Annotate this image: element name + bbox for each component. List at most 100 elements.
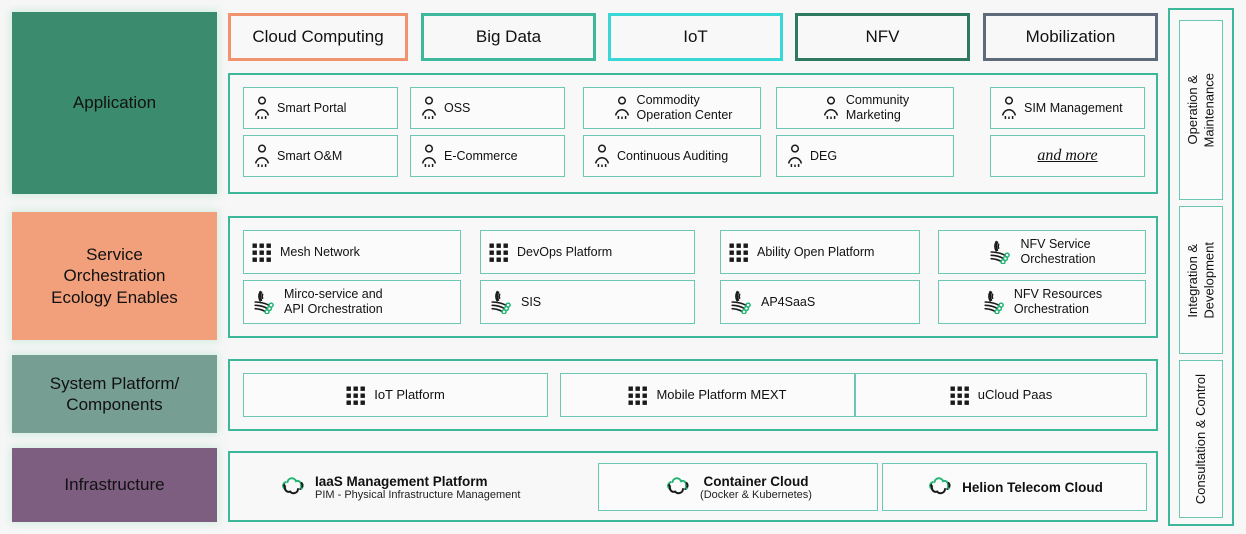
infrastructure-item-subtitle: PIM - Physical Infrastructure Management [315,488,521,501]
cloud-refresh-icon [667,477,689,495]
domain-tab-label: IoT [683,27,708,46]
app-item-label: Continuous Auditing [617,148,729,163]
rail-item-label: Integration & Development [1184,241,1216,319]
system-platform-item-label: IoT Platform [374,387,445,403]
layer-label-text: Infrastructure [64,475,165,495]
grid-icon [950,386,969,405]
service-orchestration-panel: Mesh Network DevOps Platform Ability Ope… [228,216,1158,338]
cloud-refresh-icon [929,477,951,495]
application-item[interactable]: Smart Portal [243,87,398,129]
layer-label-text: Application [72,93,157,113]
service-item-label: Mesh Network [280,244,360,259]
service-item-label: SIS [521,294,542,309]
app-item-label: and more [1037,147,1098,164]
cloud-refresh-icon [282,477,304,495]
grid-icon [346,386,366,405]
service-item[interactable]: AP4SaaS [720,280,920,324]
rail-item[interactable]: Operation & Maintenance [1179,20,1223,200]
swirl-icon [491,290,511,314]
cross-cutting-rail: Operation & Maintenance Integration & De… [1168,8,1234,526]
domain-tab-label: Cloud Computing [252,27,384,46]
service-item[interactable]: DevOps Platform [480,230,695,274]
person-icon [823,96,839,119]
grid-icon [252,243,271,262]
app-item-label: SIM Management [1024,100,1123,115]
domain-tab-label: Mobilization [1025,27,1116,46]
domain-tab-nfv[interactable]: NFV [795,13,970,61]
person-icon [421,144,437,167]
infrastructure-item[interactable]: IaaS Management Platform PIM - Physical … [270,463,600,511]
swirl-icon [731,290,751,314]
app-item-label: Smart Portal [277,100,347,115]
application-item[interactable]: DEG [776,135,954,177]
infrastructure-item-title: Helion Telecom Cloud [962,479,1103,495]
grid-icon [628,386,648,405]
rail-item[interactable]: Consultation & Control [1179,360,1223,518]
service-item[interactable]: Mesh Network [243,230,461,274]
domain-tab-label: NFV [865,27,900,46]
app-item-label: DEG [810,148,838,163]
rail-item-label: Consultation & Control [1192,373,1208,505]
app-item-label: E-Commerce [444,148,518,163]
application-item[interactable]: and more [990,135,1145,177]
infrastructure-item-title: Container Cloud [703,473,809,489]
system-platform-item[interactable]: uCloud Paas [855,373,1147,417]
application-item[interactable]: Continuous Auditing [583,135,761,177]
system-platform-item-label: Mobile Platform MEXT [656,387,787,403]
infrastructure-item[interactable]: Container Cloud (Docker & Kubernetes) [598,463,878,511]
person-icon [594,144,610,167]
service-item[interactable]: Ability Open Platform [720,230,920,274]
layer-label-text: System Platform/Components [49,373,180,414]
application-item[interactable]: E-Commerce [410,135,565,177]
domain-tab-big-data[interactable]: Big Data [421,13,596,61]
swirl-icon [254,290,274,314]
infrastructure-item[interactable]: Helion Telecom Cloud [882,463,1147,511]
infrastructure-item-subtitle: (Docker & Kubernetes) [700,488,812,501]
service-item-label: Ability Open Platform [757,244,875,259]
rail-item[interactable]: Integration & Development [1179,206,1223,354]
domain-tab-iot[interactable]: IoT [608,13,783,61]
person-icon [787,144,803,167]
service-item-label: DevOps Platform [517,244,613,259]
grid-icon [489,243,508,262]
person-icon [254,96,270,119]
domain-tab-label: Big Data [475,27,542,46]
domain-tab-cloud-computing[interactable]: Cloud Computing [228,13,408,61]
person-icon [614,96,629,119]
application-item[interactable]: SIM Management [990,87,1145,129]
service-item[interactable]: SIS [480,280,695,324]
grid-icon [729,243,748,262]
app-item-label: Smart O&M [277,148,343,163]
person-icon [421,96,437,119]
application-item[interactable]: Smart O&M [243,135,398,177]
system-platform-item-label: uCloud Paas [977,387,1053,403]
system-platform-item[interactable]: Mobile Platform MEXT [560,373,855,417]
layer-label-infrastructure: Infrastructure [12,448,217,522]
application-item[interactable]: OSS [410,87,565,129]
person-icon [1001,96,1017,119]
system-platform-panel: IoT Platform Mobile Platform MEXT uCloud… [228,359,1158,431]
layer-label-application: Application [12,12,217,194]
infrastructure-panel: IaaS Management Platform PIM - Physical … [228,451,1158,522]
service-item-label: AP4SaaS [761,294,816,309]
layer-label-system-platform: System Platform/Components [12,355,217,433]
swirl-icon [984,290,1004,314]
infrastructure-item-title: IaaS Management Platform [315,473,488,489]
domain-tab-mobilization[interactable]: Mobilization [983,13,1158,61]
swirl-icon [990,240,1011,264]
person-icon [254,144,270,167]
system-platform-item[interactable]: IoT Platform [243,373,548,417]
